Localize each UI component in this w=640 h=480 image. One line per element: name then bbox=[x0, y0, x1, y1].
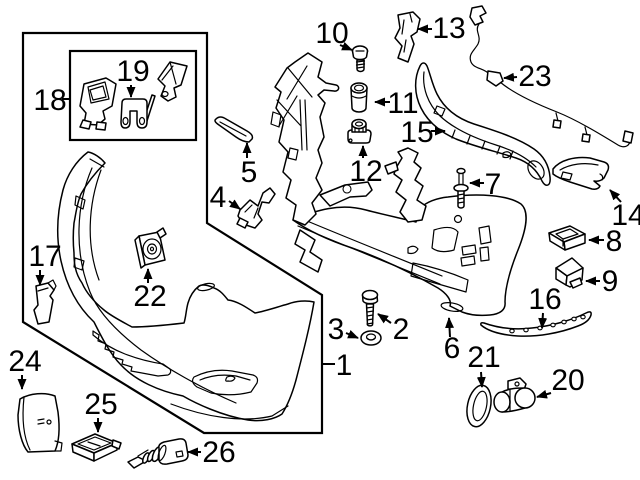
part-12-nut-mount[interactable] bbox=[347, 118, 372, 144]
callout-10-arrow bbox=[339, 42, 353, 51]
part-18-companion-flag[interactable] bbox=[157, 61, 188, 102]
part-8-bracket[interactable] bbox=[548, 225, 586, 251]
part-11-grommet[interactable] bbox=[350, 82, 368, 113]
callout-16-arrow bbox=[538, 312, 548, 329]
callout-21-arrow bbox=[476, 371, 486, 388]
callout-1-label[interactable]: 1 bbox=[336, 349, 353, 382]
part-23-wiring-harness[interactable] bbox=[469, 5, 634, 148]
callout-15-label[interactable]: 15 bbox=[400, 116, 433, 149]
inset-box-18 bbox=[68, 49, 198, 142]
callout-14-arrow bbox=[609, 189, 622, 203]
callout-16-label[interactable]: 16 bbox=[528, 283, 561, 316]
callout-21-label[interactable]: 21 bbox=[467, 341, 500, 374]
callout-26-label[interactable]: 26 bbox=[202, 436, 235, 469]
callout-23-arrow bbox=[503, 72, 518, 82]
callout-9-label[interactable]: 9 bbox=[602, 265, 619, 298]
callout-23-label[interactable]: 23 bbox=[518, 60, 551, 93]
callout-3-arrow bbox=[345, 330, 359, 339]
part-18-washer-cover[interactable] bbox=[79, 77, 117, 131]
part-10-screw[interactable] bbox=[351, 45, 369, 73]
part-1-bumper-cover[interactable] bbox=[57, 151, 315, 422]
part-20-park-sensor[interactable] bbox=[493, 377, 536, 413]
part-2-bolt[interactable] bbox=[361, 289, 379, 327]
callout-25-label[interactable]: 25 bbox=[84, 388, 117, 421]
callout-24-label[interactable]: 24 bbox=[8, 345, 41, 378]
callout-17-label[interactable]: 17 bbox=[28, 240, 61, 273]
part-19-clip[interactable] bbox=[120, 94, 156, 129]
callout-20-arrow bbox=[536, 389, 552, 399]
callout-4-arrow bbox=[228, 199, 241, 210]
part-21-sensor-ring[interactable] bbox=[463, 383, 494, 429]
callout-6-arrow bbox=[445, 317, 455, 338]
callout-22-label[interactable]: 22 bbox=[133, 280, 166, 313]
callout-19-label[interactable]: 19 bbox=[116, 55, 149, 88]
part-22-horn-bracket[interactable] bbox=[134, 227, 167, 269]
callout-2-label[interactable]: 2 bbox=[393, 313, 410, 346]
callout-20-label[interactable]: 20 bbox=[551, 364, 584, 397]
callout-8-label[interactable]: 8 bbox=[606, 225, 623, 258]
callout-5-label[interactable]: 5 bbox=[241, 156, 258, 189]
callout-4-label[interactable]: 4 bbox=[210, 181, 227, 214]
part-26-temp-sensor[interactable] bbox=[127, 438, 189, 469]
part-6-front-lower-cover[interactable] bbox=[270, 52, 527, 317]
callout-14-label[interactable]: 14 bbox=[611, 199, 640, 232]
part-4-bracket[interactable] bbox=[236, 187, 276, 229]
part-14-trim-molding[interactable] bbox=[552, 156, 610, 190]
callout-10-label[interactable]: 10 bbox=[315, 17, 348, 50]
callout-12-label[interactable]: 12 bbox=[349, 155, 382, 188]
callout-13-label[interactable]: 13 bbox=[432, 12, 465, 45]
part-5-molding-strip[interactable] bbox=[214, 116, 254, 143]
part-3-washer[interactable] bbox=[360, 330, 382, 346]
part-9-bracket[interactable] bbox=[555, 257, 584, 289]
callout-6-label[interactable]: 6 bbox=[444, 332, 461, 365]
callout-18-label[interactable]: 18 bbox=[33, 84, 66, 117]
part-25-bracket-tray[interactable] bbox=[71, 433, 122, 462]
part-24-cover-plate[interactable] bbox=[17, 392, 63, 453]
part-13-bracket[interactable] bbox=[394, 11, 421, 63]
callout-2-arrow bbox=[377, 313, 392, 324]
callout-7-label[interactable]: 7 bbox=[485, 168, 502, 201]
callout-3-label[interactable]: 3 bbox=[328, 313, 345, 346]
part-17-tow-hook-cover[interactable] bbox=[33, 279, 57, 325]
callout-11-label[interactable]: 11 bbox=[387, 87, 418, 120]
part-7-push-pin[interactable] bbox=[453, 167, 469, 209]
